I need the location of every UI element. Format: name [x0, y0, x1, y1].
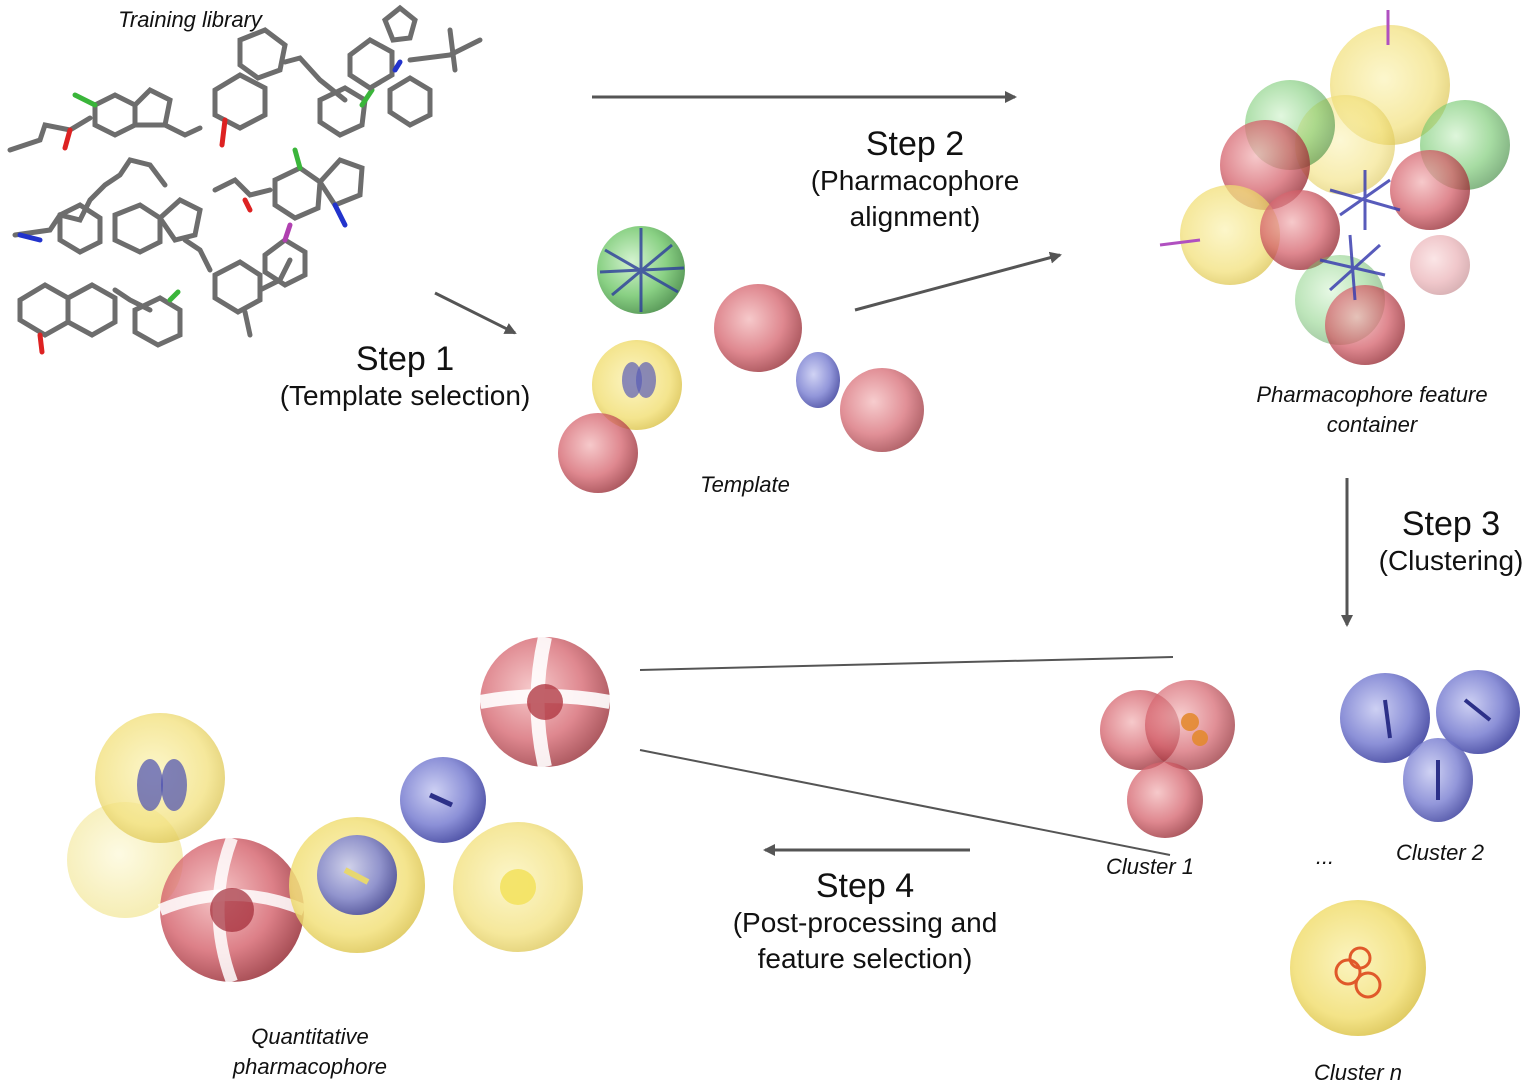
template-blue-sphere — [796, 352, 840, 408]
feature-container-label: Pharmacophore feature container — [1222, 380, 1522, 440]
step4-subtitle-line1: (Post-processing and — [732, 907, 998, 938]
step3-block: Step 3 (Clustering) — [1368, 505, 1534, 579]
step1-subtitle: (Template selection) — [279, 380, 531, 411]
feature-container-label-line2: container — [1326, 412, 1418, 437]
step1-block: Step 1 (Template selection) — [245, 340, 565, 414]
cluster-2-label: Cluster 2 — [1395, 840, 1485, 865]
template-red-sphere-2 — [714, 284, 802, 372]
training-library-molecules — [7, 4, 483, 355]
step1-title: Step 1 — [355, 340, 455, 378]
template-features — [558, 226, 924, 493]
quant-label-line2: pharmacophore — [232, 1054, 388, 1079]
cluster-n-graphic — [1290, 900, 1426, 1036]
template-label: Template — [700, 472, 790, 497]
step3-subtitle: (Clustering) — [1378, 545, 1524, 576]
cluster-ellipsis: ... — [1315, 844, 1335, 869]
cluster-2-graphic — [1340, 670, 1520, 822]
step2-subtitle-line1: (Pharmacophore — [810, 165, 1020, 196]
template-red-sphere-1 — [558, 413, 638, 493]
training-library-label: Training library — [118, 7, 262, 32]
connectors — [434, 91, 1353, 856]
template-red-sphere-3 — [840, 368, 924, 452]
step4-block: Step 4 (Post-processing and feature sele… — [705, 867, 1025, 977]
quant-label-line1: Quantitative — [251, 1024, 369, 1049]
cluster-n-label: Cluster n — [1313, 1060, 1403, 1085]
quantitative-pharmacophore-label: Quantitative pharmacophore — [190, 1022, 430, 1082]
step3-title: Step 3 — [1401, 505, 1501, 543]
quantitative-pharmacophore-graphic — [67, 635, 612, 985]
cluster-1-label: Cluster 1 — [1105, 854, 1195, 879]
step2-subtitle-line2: alignment) — [849, 201, 981, 232]
step4-title: Step 4 — [815, 867, 915, 905]
step2-arrow-lower — [854, 251, 1062, 312]
cluster-1-graphic — [1100, 680, 1235, 838]
step4-subtitle-line2: feature selection) — [757, 943, 973, 974]
step2-block: Step 2 (Pharmacophore alignment) — [765, 125, 1065, 235]
feature-container-label-line1: Pharmacophore feature — [1256, 382, 1488, 407]
feature-container — [1159, 10, 1510, 365]
cluster-link-line-top — [639, 656, 1174, 671]
step1-arrow — [434, 291, 517, 335]
step2-title: Step 2 — [865, 125, 965, 163]
cluster-link-line-bottom — [639, 749, 1171, 856]
